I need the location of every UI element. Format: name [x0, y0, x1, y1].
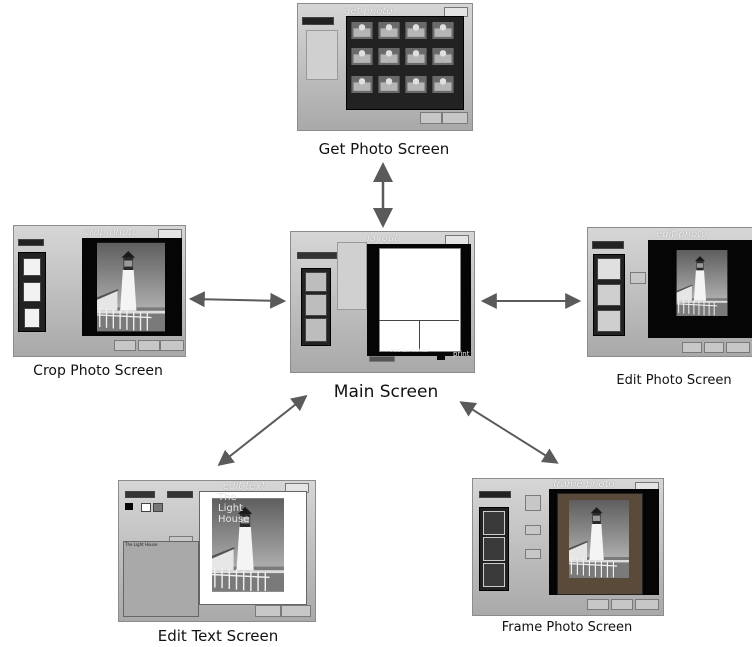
orientation-toggle[interactable] — [437, 354, 445, 360]
crop-size-option[interactable] — [23, 258, 41, 276]
text-entry-box[interactable] — [123, 541, 199, 617]
arrow-main-frame-photo — [459, 401, 559, 464]
window-title: edit photo — [656, 229, 708, 240]
cancel-button[interactable] — [255, 605, 281, 617]
arrow-main-edit-text — [217, 395, 308, 466]
crop-size-option[interactable] — [24, 308, 40, 328]
undo-button[interactable] — [704, 342, 724, 353]
main-screen-thumbnail[interactable]: layout Print Size: 8.5"x11" print — [290, 231, 475, 373]
print-page — [379, 248, 461, 352]
cancel-button[interactable] — [420, 112, 442, 124]
get-photo-nav[interactable] — [337, 242, 367, 310]
edit-photo-caption: Edit Photo Screen — [616, 373, 732, 388]
enhancement-selector[interactable] — [592, 241, 624, 249]
main-caption: Main Screen — [333, 382, 439, 402]
rotate-control[interactable] — [525, 549, 541, 559]
window-title: crop photo — [84, 227, 139, 238]
size-control[interactable] — [525, 525, 541, 535]
layout-option[interactable] — [305, 272, 327, 292]
crop-size-option[interactable] — [23, 282, 41, 302]
print-size-label: Print Size: 8.5"x11" — [391, 348, 430, 353]
window-title: layout — [367, 233, 399, 244]
page-divider-v — [419, 320, 420, 350]
text-color-swatch[interactable] — [141, 503, 151, 512]
cancel-button[interactable] — [682, 342, 702, 353]
get-photo-caption: Get Photo Screen — [318, 140, 450, 158]
layout-selector[interactable] — [297, 252, 337, 259]
enhancement-option[interactable] — [597, 258, 621, 280]
frame-selector[interactable] — [479, 491, 511, 498]
done-button[interactable] — [160, 340, 184, 351]
crop-photo-caption: Crop Photo Screen — [33, 363, 163, 379]
move-arrows[interactable] — [525, 495, 541, 511]
done-button[interactable] — [442, 112, 468, 124]
source-selector[interactable] — [302, 17, 334, 25]
frame-option[interactable] — [483, 563, 505, 587]
undo-button[interactable] — [138, 340, 160, 351]
source-list — [306, 30, 338, 80]
done-button[interactable] — [635, 599, 659, 610]
window-title: get photo — [344, 6, 393, 17]
edit-photo-thumbnail[interactable]: edit photo — [587, 227, 752, 357]
layout-option[interactable] — [305, 318, 327, 342]
done-button[interactable] — [726, 342, 750, 353]
text-color-swatch[interactable] — [153, 503, 163, 512]
text-overlay: The Light House — [218, 492, 250, 525]
window-title: frame photo — [553, 479, 615, 490]
cancel-button[interactable] — [587, 599, 609, 610]
style-selector[interactable] — [167, 491, 193, 498]
enhancement-option[interactable] — [597, 310, 621, 332]
edit-tool-control[interactable] — [630, 272, 646, 284]
undo-button[interactable] — [611, 599, 633, 610]
layout-option[interactable] — [305, 294, 327, 316]
edit-text-caption: Edit Text Screen — [157, 627, 279, 645]
crop-size-selector[interactable] — [18, 239, 44, 246]
window-title: edit text — [223, 481, 266, 492]
zoom-slider[interactable] — [369, 356, 395, 362]
done-button[interactable] — [281, 605, 311, 617]
print-button[interactable]: print — [453, 350, 470, 358]
enhancement-option[interactable] — [597, 284, 621, 306]
cancel-button[interactable] — [114, 340, 136, 351]
frame-option[interactable] — [483, 537, 505, 561]
frame-option[interactable] — [483, 511, 505, 535]
text-entry-content: The Light House — [125, 542, 158, 547]
font-selector[interactable] — [125, 491, 155, 498]
text-color-swatch[interactable] — [125, 503, 133, 510]
arrow-main-crop-photo — [188, 291, 287, 309]
frame-photo-caption: Frame Photo Screen — [501, 620, 633, 635]
